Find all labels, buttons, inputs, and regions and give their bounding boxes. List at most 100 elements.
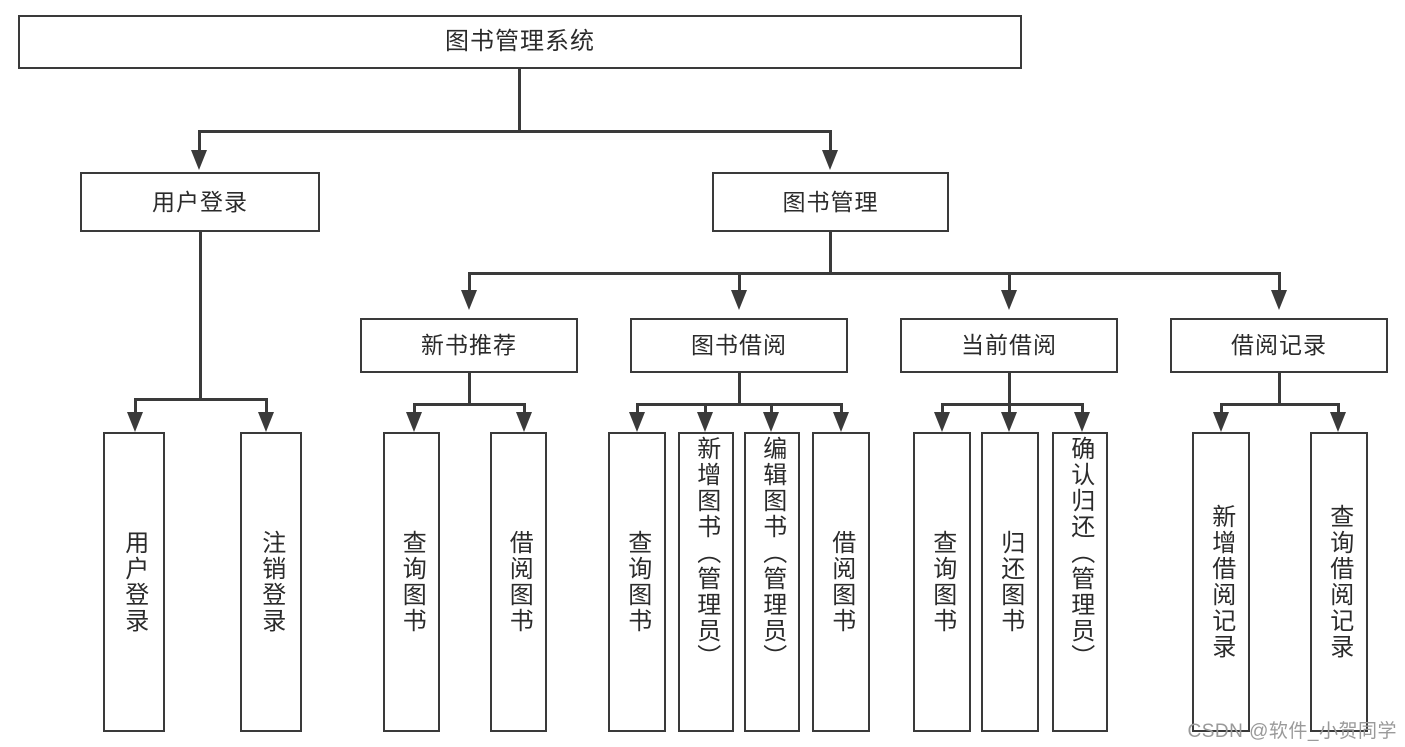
leaf-text-wrap: 确认归还（管理员） xyxy=(1054,434,1106,732)
leaf-label: 注销登录 xyxy=(257,530,285,634)
connector-root-stem xyxy=(518,69,521,132)
leaf-label: 新增图书（管理员） xyxy=(692,436,720,670)
node-label: 新书推荐 xyxy=(421,332,517,358)
arrowhead-bb-leaf-2 xyxy=(697,412,713,432)
arrowhead-book-management xyxy=(822,150,838,170)
leaf-label: 新增借阅记录 xyxy=(1207,504,1235,660)
arrowhead-br-leaf-1 xyxy=(1213,412,1229,432)
leaf-text-wrap: 查询图书 xyxy=(385,434,438,730)
connector-user-login-drop-1 xyxy=(134,398,137,414)
node-label: 图书管理系统 xyxy=(445,28,595,55)
leaf-text-wrap: 用户登录 xyxy=(105,434,163,730)
leaf-user-login-logout[interactable]: 注销登录 xyxy=(240,432,302,732)
arrowhead-bb-leaf-1 xyxy=(629,412,645,432)
arrowhead-user-login-leaf-2 xyxy=(258,412,274,432)
leaf-text-wrap: 借阅图书 xyxy=(492,434,545,730)
leaf-label: 查询图书 xyxy=(623,530,651,634)
leaf-user-login-login[interactable]: 用户登录 xyxy=(103,432,165,732)
connector-book-management-stem xyxy=(829,232,832,274)
arrowhead-book-borrow xyxy=(731,290,747,310)
leaf-text-wrap: 查询借阅记录 xyxy=(1312,434,1366,730)
leaf-br-add-record[interactable]: 新增借阅记录 xyxy=(1192,432,1250,732)
node-label: 当前借阅 xyxy=(961,332,1057,358)
arrowhead-bb-leaf-4 xyxy=(833,412,849,432)
connector-book-borrow-drop-3 xyxy=(770,403,773,415)
arrowhead-nbr-leaf-2 xyxy=(516,412,532,432)
node-label: 图书借阅 xyxy=(691,332,787,358)
leaf-label: 查询借阅记录 xyxy=(1325,504,1353,660)
leaf-label: 用户登录 xyxy=(120,530,148,634)
node-user-login[interactable]: 用户登录 xyxy=(80,172,320,232)
leaf-label: 查询图书 xyxy=(928,530,956,634)
connector-book-borrow-drop-1 xyxy=(636,403,639,415)
leaf-label: 编辑图书（管理员） xyxy=(758,436,786,670)
arrowhead-nbr-leaf-1 xyxy=(406,412,422,432)
connector-level3-drop-3 xyxy=(1008,272,1011,292)
leaf-label: 查询图书 xyxy=(398,530,426,634)
leaf-cb-return-book[interactable]: 归还图书 xyxy=(981,432,1039,732)
leaf-label: 确认归还（管理员） xyxy=(1066,436,1094,670)
leaf-nbr-borrow-book[interactable]: 借阅图书 xyxy=(490,432,547,732)
leaf-cb-confirm-return-admin[interactable]: 确认归还（管理员） xyxy=(1052,432,1108,732)
connector-borrow-record-bus xyxy=(1220,403,1339,406)
connector-level2-drop-left xyxy=(198,130,201,152)
node-current-borrow[interactable]: 当前借阅 xyxy=(900,318,1118,373)
connector-current-borrow-bus xyxy=(941,403,1083,406)
arrowhead-br-leaf-2 xyxy=(1330,412,1346,432)
node-borrow-record[interactable]: 借阅记录 xyxy=(1170,318,1388,373)
leaf-bb-add-book-admin[interactable]: 新增图书（管理员） xyxy=(678,432,734,732)
node-book-borrow[interactable]: 图书借阅 xyxy=(630,318,848,373)
arrowhead-borrow-record xyxy=(1271,290,1287,310)
connector-new-book-recommend-drop-1 xyxy=(413,403,416,415)
node-label: 借阅记录 xyxy=(1231,332,1327,358)
connector-book-borrow-drop-2 xyxy=(704,403,707,415)
connector-borrow-record-drop-2 xyxy=(1337,403,1340,415)
connector-new-book-recommend-bus xyxy=(413,403,525,406)
leaf-text-wrap: 注销登录 xyxy=(242,434,300,730)
leaf-bb-edit-book-admin[interactable]: 编辑图书（管理员） xyxy=(744,432,800,732)
leaf-text-wrap: 归还图书 xyxy=(983,434,1037,730)
connector-level2-drop-right xyxy=(829,130,832,152)
connector-current-borrow-drop-1 xyxy=(941,403,944,415)
leaf-text-wrap: 查询图书 xyxy=(915,434,969,730)
arrowhead-new-book-recommend xyxy=(461,290,477,310)
node-root-book-management-system[interactable]: 图书管理系统 xyxy=(18,15,1022,69)
leaf-text-wrap: 查询图书 xyxy=(610,434,664,730)
connector-level3-drop-2 xyxy=(738,272,741,292)
connector-new-book-recommend-stem xyxy=(468,373,471,405)
node-label: 图书管理 xyxy=(782,188,879,215)
arrowhead-user-login-leaf-1 xyxy=(127,412,143,432)
arrowhead-user-login xyxy=(191,150,207,170)
node-book-management[interactable]: 图书管理 xyxy=(712,172,949,232)
node-label: 用户登录 xyxy=(152,188,248,215)
leaf-nbr-query-book[interactable]: 查询图书 xyxy=(383,432,440,732)
connector-book-borrow-stem xyxy=(738,373,741,405)
connector-user-login-bus xyxy=(134,398,267,401)
csdn-watermark: CSDN @软件_小贺同学 xyxy=(1187,721,1397,742)
connector-book-borrow-bus xyxy=(636,403,842,406)
arrowhead-current-borrow xyxy=(1001,290,1017,310)
connector-user-login-stem xyxy=(199,232,202,400)
connector-current-borrow-stem xyxy=(1008,373,1011,405)
connector-level2-bus xyxy=(198,130,832,133)
arrowhead-cb-leaf-1 xyxy=(934,412,950,432)
leaf-bb-query-book[interactable]: 查询图书 xyxy=(608,432,666,732)
leaf-text-wrap: 新增借阅记录 xyxy=(1194,434,1248,730)
arrowhead-bb-leaf-3 xyxy=(763,412,779,432)
connector-user-login-drop-2 xyxy=(265,398,268,414)
leaf-label: 借阅图书 xyxy=(827,530,855,634)
connector-level3-drop-4 xyxy=(1278,272,1281,292)
connector-level3-drop-1 xyxy=(468,272,471,292)
connector-book-borrow-drop-4 xyxy=(840,403,843,415)
leaf-text-wrap: 借阅图书 xyxy=(814,434,868,730)
connector-current-borrow-drop-2 xyxy=(1008,403,1011,415)
node-new-book-recommend[interactable]: 新书推荐 xyxy=(360,318,578,373)
leaf-bb-borrow-book[interactable]: 借阅图书 xyxy=(812,432,870,732)
leaf-label: 借阅图书 xyxy=(505,530,533,634)
leaf-text-wrap: 新增图书（管理员） xyxy=(680,434,732,732)
leaf-label: 归还图书 xyxy=(996,530,1024,634)
leaf-cb-query-book[interactable]: 查询图书 xyxy=(913,432,971,732)
leaf-br-query-record[interactable]: 查询借阅记录 xyxy=(1310,432,1368,732)
connector-level3-bus xyxy=(468,272,1281,275)
